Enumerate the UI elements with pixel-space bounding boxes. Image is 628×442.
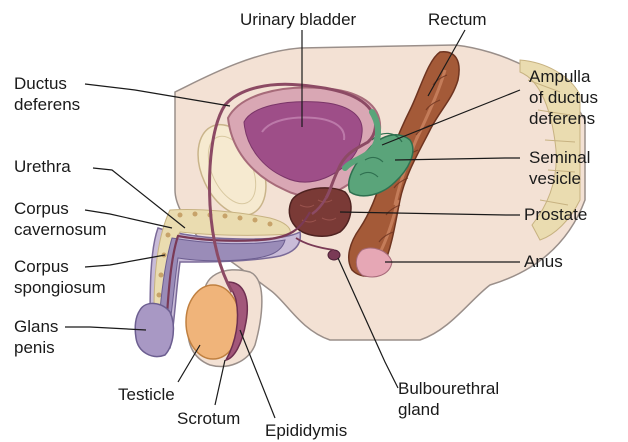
label-scrotum: Scrotum — [177, 409, 240, 428]
label-anus: Anus — [524, 252, 563, 271]
label-glans-penis-line1: Glans — [14, 317, 58, 336]
label-glans-penis-line2: penis — [14, 338, 55, 357]
label-bulbourethral-line1: Bulbourethral — [398, 379, 499, 398]
label-epididymis: Epididymis — [265, 421, 347, 440]
label-testicle: Testicle — [118, 385, 175, 404]
label-corpus-spongiosum-line1: Corpus — [14, 257, 69, 276]
label-seminal-vesicle-line2: vesicle — [529, 169, 581, 188]
label-ampulla-line3: deferens — [529, 109, 595, 128]
label-ampulla-line1: Ampulla — [529, 67, 591, 86]
label-corpus-cavernosum-line1: Corpus — [14, 199, 69, 218]
label-urethra: Urethra — [14, 157, 71, 176]
label-corpus-cavernosum-line2: cavernosum — [14, 220, 107, 239]
label-bulbourethral-line2: gland — [398, 400, 440, 419]
label-ductus-deferens-line1: Ductus — [14, 74, 67, 93]
label-urinary-bladder: Urinary bladder — [240, 10, 357, 29]
label-rectum: Rectum — [428, 10, 487, 29]
label-seminal-vesicle-line1: Seminal — [529, 148, 590, 167]
label-ampulla-line2: of ductus — [529, 88, 598, 107]
label-ductus-deferens-line2: deferens — [14, 95, 80, 114]
label-prostate: Prostate — [524, 205, 587, 224]
label-corpus-spongiosum-line2: spongiosum — [14, 278, 106, 297]
